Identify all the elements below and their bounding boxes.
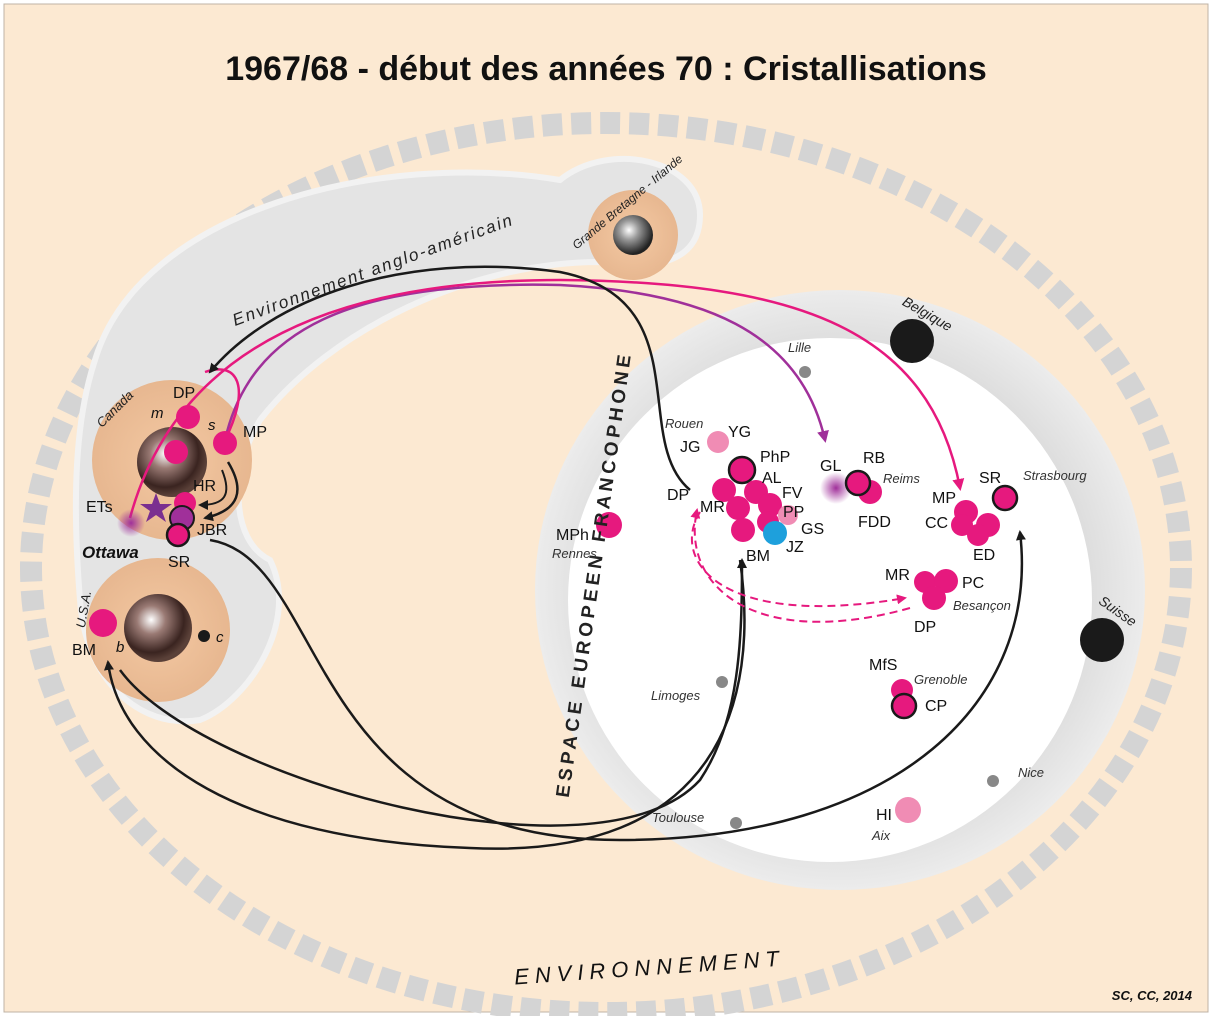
lille-dot [799, 366, 811, 378]
environment-ring [20, 112, 1192, 1016]
limoges-dot [716, 676, 728, 688]
label-fdd: FDD [858, 514, 891, 531]
arrow-paris-to-dp-canada [208, 265, 691, 491]
node-mp-canada [213, 431, 237, 455]
label-hi: HI [876, 807, 892, 824]
label-dp-bes: DP [914, 619, 936, 636]
label-pp: PP [783, 504, 804, 521]
city-rennes: Rennes [552, 546, 597, 561]
label-cc: CC [925, 515, 948, 532]
label-bm-usa: BM [72, 642, 96, 659]
node-cp [890, 692, 918, 720]
city-limoges: Limoges [651, 688, 701, 703]
city-strasbourg: Strasbourg [1023, 468, 1087, 483]
label-dp-paris: DP [667, 487, 689, 504]
arrow-usa-to-paris [118, 558, 747, 827]
arrow-ets-to-strasbourg [128, 278, 965, 519]
node-fv [758, 493, 782, 517]
nice-dot [987, 775, 999, 787]
label-jz: JZ [786, 539, 804, 556]
label-m: m [151, 405, 164, 422]
label-yg: YG [728, 424, 751, 441]
arrow-canada-to-reims [223, 283, 829, 443]
gb-sphere [613, 215, 653, 255]
node-dp-canada [176, 405, 200, 429]
suisse-marker [1080, 618, 1124, 662]
label-pc: PC [962, 575, 984, 592]
label-mp-canada: MP [243, 424, 267, 441]
label-b: b [116, 639, 124, 656]
label-mph: MPh [556, 527, 589, 544]
node-bm-usa [89, 609, 117, 637]
node-dp-paris [712, 478, 736, 502]
city-nice: Nice [1018, 765, 1044, 780]
city-grenoble: Grenoble [914, 672, 967, 687]
label-s: s [208, 417, 216, 434]
label-php: PhP [760, 449, 790, 466]
label-hr: HR [193, 478, 216, 495]
arrow-canada-inner-2 [198, 469, 228, 510]
ottawa-label: Ottawa [82, 543, 139, 562]
city-aix: Aix [871, 828, 891, 843]
label-gl: GL [820, 458, 841, 475]
node-bm-paris [731, 518, 755, 542]
label-jbr: JBR [197, 522, 227, 539]
label-sr-canada: SR [168, 554, 190, 571]
star-icon [140, 493, 172, 522]
node-cc [951, 514, 973, 536]
node-pp [778, 505, 798, 525]
credit-label: SC, CC, 2014 [1112, 988, 1193, 1003]
arrow-canada-inner [203, 461, 239, 522]
belgique-marker [890, 319, 934, 363]
label-sr-str: SR [979, 470, 1001, 487]
label-gs: GS [801, 521, 824, 538]
usa-label: U.S.A. [73, 589, 94, 629]
label-jg: JG [680, 439, 700, 456]
node-jg [707, 431, 729, 453]
city-lille: Lille [788, 340, 811, 355]
arrow-loop-to-usa [104, 559, 746, 850]
label-mfs: MfS [869, 657, 897, 674]
node-s [164, 440, 188, 464]
label-ed: ED [973, 547, 995, 564]
node-c [198, 630, 210, 642]
node-rb [844, 469, 872, 497]
diagram-title: 1967/68 - début des années 70 : Cristall… [225, 50, 987, 88]
label-cp: CP [925, 698, 947, 715]
arrow-paris-besancon-dashed-2 [690, 508, 911, 623]
label-rb: RB [863, 450, 885, 467]
arrow-sr-to-strasbourg [209, 530, 1026, 842]
node-jz [763, 521, 787, 545]
node-dp-bes [922, 586, 946, 610]
node-gl-glow [820, 472, 852, 504]
node-pc [934, 569, 958, 593]
city-besancon: Besançon [953, 598, 1011, 613]
city-toulouse: Toulouse [652, 810, 704, 825]
node-ed-2 [967, 524, 989, 546]
node-ets-glow [117, 509, 145, 537]
label-mr-bes: MR [885, 567, 910, 584]
label-mp-str: MP [932, 490, 956, 507]
label-al: AL [762, 470, 782, 487]
label-mr-paris: MR [700, 499, 725, 516]
toulouse-dot [730, 817, 742, 829]
node-sr-canada [165, 522, 191, 548]
city-rouen: Rouen [665, 416, 703, 431]
node-sr-str [991, 484, 1019, 512]
city-reims: Reims [883, 471, 920, 486]
label-dp-canada: DP [173, 385, 195, 402]
node-php [727, 455, 757, 485]
node-mr-paris [726, 496, 750, 520]
label-bm-paris: BM [746, 548, 770, 565]
label-ets: ETs [86, 499, 113, 516]
france-zone [568, 338, 1092, 862]
label-c: c [216, 629, 224, 646]
node-mph [596, 512, 622, 538]
label-fv: FV [782, 485, 803, 502]
usa-sphere [124, 594, 192, 662]
node-hi [895, 797, 921, 823]
